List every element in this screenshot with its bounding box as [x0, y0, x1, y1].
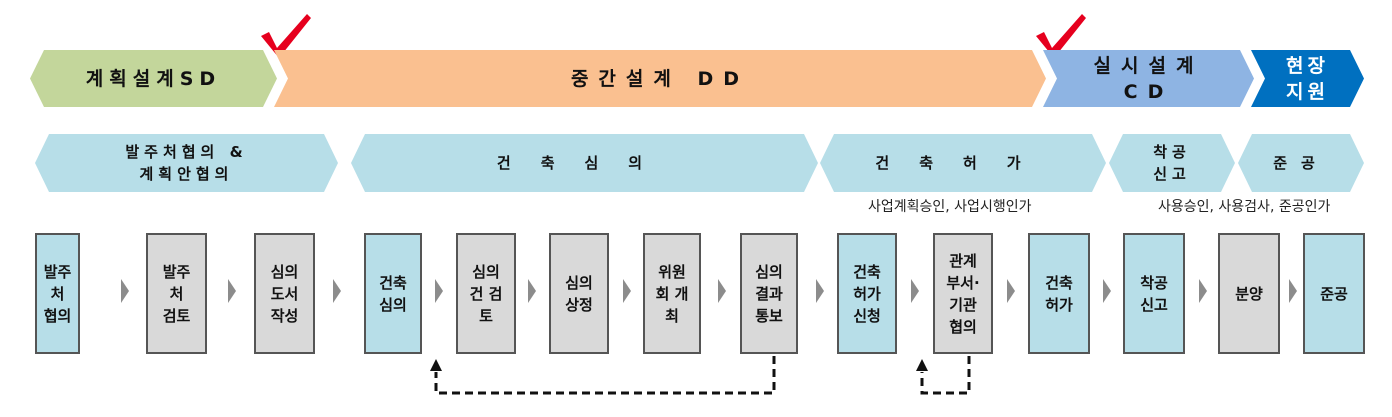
step-sale: 분양 — [1218, 233, 1280, 354]
checkmark-icon — [261, 14, 311, 58]
chevron-right-icon — [333, 279, 341, 303]
step-committee-meeting: 위원 회 개 최 — [643, 233, 701, 354]
chevron-right-icon — [816, 279, 824, 303]
completion-note: 사용승인, 사용검사, 준공인가 — [1158, 199, 1331, 215]
step-client-review: 발주 처 검토 — [146, 233, 207, 354]
step-building-permit: 건축 허가 — [1028, 233, 1090, 354]
stage-building-permit: 건축허가 — [820, 134, 1106, 192]
chevron-right-icon — [911, 279, 919, 303]
chevron-right-icon — [528, 279, 536, 303]
chevron-right-icon — [623, 279, 631, 303]
phase-construction-documents: 실시설계 CD — [1043, 50, 1254, 107]
step-permit-application: 건축 허가 신청 — [837, 233, 897, 354]
step-review-result: 심의 결과 통보 — [740, 233, 798, 354]
checkmark-icon — [1036, 14, 1086, 58]
step-review-docs: 심의 도서 작성 — [254, 233, 315, 354]
phase-schematic-design: 계획설계SD — [30, 50, 277, 107]
stage-construction-start: 착공 신고 — [1109, 134, 1235, 192]
chevron-right-icon — [1289, 279, 1297, 303]
step-construction-notice: 착공 신고 — [1123, 233, 1185, 354]
step-completion: 준공 — [1303, 233, 1365, 354]
step-client-consultation: 발주 처 협의 — [35, 233, 80, 354]
stage-completion: 준공 — [1238, 134, 1364, 192]
permit-note: 사업계획승인, 사업시행인가 — [868, 199, 1032, 215]
chevron-right-icon — [435, 279, 443, 303]
step-architectural-review: 건축 심의 — [364, 233, 422, 354]
phase-design-development: 중간설계 DD — [274, 50, 1046, 107]
stage-architectural-review: 건축심의 — [351, 134, 818, 192]
chevron-right-icon — [1103, 279, 1111, 303]
chevron-right-icon — [1007, 279, 1015, 303]
stage-client-consultation: 발주처협의 & 계획안협의 — [35, 134, 338, 192]
step-agency-consultation: 관계 부서· 기관 협의 — [933, 233, 993, 354]
step-review-examination: 심의 건 검 토 — [456, 233, 516, 354]
chevron-right-icon — [121, 279, 129, 303]
phase-site-support: 현장 지원 — [1251, 50, 1364, 107]
step-review-submission: 심의 상정 — [549, 233, 609, 354]
chevron-right-icon — [1199, 279, 1207, 303]
chevron-right-icon — [718, 279, 726, 303]
chevron-right-icon — [228, 279, 236, 303]
